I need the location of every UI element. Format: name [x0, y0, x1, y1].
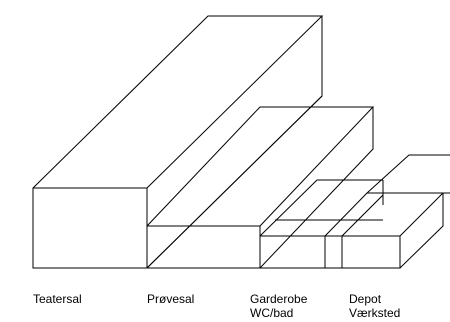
teatersal-label: Teatersal	[33, 292, 82, 306]
provesal-label-text: Prøvesal	[147, 292, 195, 306]
depot-label-line-1: Depot	[349, 292, 382, 306]
teatersal-label-text: Teatersal	[33, 292, 82, 306]
teatersal-block	[32, 15, 324, 269]
depot-rear-roof	[366, 154, 450, 194]
depot-top-face	[324, 192, 445, 237]
provesal-top-edges	[146, 106, 375, 227]
provesal-block	[146, 95, 375, 269]
depot-block	[324, 154, 450, 269]
garderobe-front-face	[259, 235, 343, 269]
depot-front-face	[324, 235, 401, 269]
garderobe-block	[259, 179, 384, 269]
teatersal-top-face	[32, 15, 324, 189]
depot-side-face	[399, 193, 444, 269]
garderobe-top-face	[259, 179, 383, 237]
teatersal-front-face	[32, 187, 148, 269]
garderobe-label-line-1: Garderobe	[250, 292, 308, 306]
garderobe-label: Garderobe WC/bad	[250, 292, 307, 320]
provesal-top-face	[146, 95, 323, 269]
garderobe-top-front-edge	[341, 194, 384, 237]
depot-label-line-2: Værksted	[349, 306, 401, 320]
provesal-front-face	[146, 225, 261, 269]
depot-label: Depot Værksted	[349, 292, 400, 320]
garderobe-label-line-2: WC/bad	[250, 306, 294, 320]
provesal-side-face	[259, 107, 374, 269]
provesal-label: Prøvesal	[147, 292, 194, 306]
